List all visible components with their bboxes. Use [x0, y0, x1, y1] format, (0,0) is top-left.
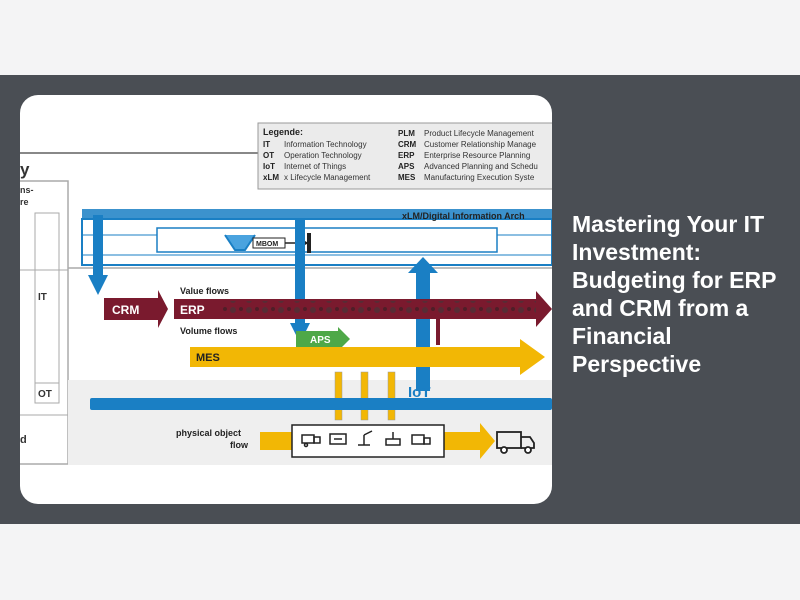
mbom-funnel-icon	[224, 234, 256, 251]
iot-connectors: IoT	[334, 371, 431, 421]
machine-box	[291, 424, 445, 458]
physical-flow-label: physical object	[176, 428, 241, 438]
legend-abbr: OT	[263, 151, 274, 160]
legend-desc: Enterprise Resource Planning	[424, 151, 530, 160]
it-label: IT	[38, 292, 47, 303]
legend-abbr: APS	[398, 162, 415, 171]
left-fragment-d: d	[20, 434, 27, 446]
legend-abbr: ERP	[398, 151, 415, 160]
ot-column	[34, 382, 60, 404]
crm-label: CRM	[112, 303, 139, 317]
legend-abbr: MES	[398, 173, 416, 182]
mbom-label: MBOM	[256, 241, 278, 248]
crm-arrow: CRM	[104, 290, 168, 328]
left-subtitle: ns-	[20, 185, 34, 195]
legend-desc: Information Technology	[284, 140, 367, 149]
delivery-truck-icon	[496, 431, 535, 454]
mes-label: MES	[196, 352, 220, 364]
robot-icon	[385, 432, 401, 446]
xlm-architecture: xLM/Digital Information Arch MBOM	[81, 209, 552, 266]
legend-desc: Operation Technology	[284, 151, 362, 160]
legend-desc: Customer Relationship Manage	[424, 140, 537, 149]
it-ot-architecture-diagram: Legende: IT Information Technology OT Op…	[20, 122, 552, 465]
mes-volume-flow: MES	[190, 339, 545, 375]
legend-abbr: IT	[263, 140, 270, 149]
legend-desc: Advanced Planning and Schedu	[424, 162, 538, 171]
diagram-card: Legende: IT Information Technology OT Op…	[20, 95, 552, 504]
ot-label: OT	[38, 389, 52, 400]
erp-label: ERP	[180, 303, 205, 317]
legend-abbr: PLM	[398, 129, 415, 138]
left-column: y ns- re IT OT d	[20, 160, 69, 465]
aps-arrow: APS	[296, 327, 350, 351]
legend-desc: Manufacturing Execution Syste	[424, 173, 535, 182]
down-arrow-icon	[88, 275, 108, 295]
up-arrow-icon	[432, 311, 444, 319]
machine-icon	[411, 434, 431, 445]
legend-left-list: IT Information Technology OT Operation T…	[263, 140, 371, 182]
physical-flow-label: flow	[230, 440, 249, 450]
erp-value-flow: ERP Value flows	[174, 286, 552, 345]
value-flows-label: Value flows	[180, 286, 229, 296]
legend-abbr: CRM	[398, 140, 417, 149]
legend-desc: Internet of Things	[284, 162, 346, 171]
legend-right-list: PLM Product Lifecycle Management CRM Cus…	[398, 129, 538, 182]
robot-arm-icon	[358, 430, 373, 446]
left-title-fragment: y	[20, 160, 30, 179]
up-arrow-icon	[408, 257, 438, 273]
left-outer-frame	[20, 180, 69, 465]
legend-title: Legende:	[263, 127, 303, 137]
left-subtitle: re	[20, 197, 29, 207]
legend-abbr: IoT	[263, 162, 275, 171]
xlm-label: xLM/Digital Information Arch	[402, 211, 525, 221]
ot-bus-bar	[90, 398, 552, 410]
legend-desc: Product Lifecycle Management	[424, 129, 535, 138]
volume-flows-label: Volume flows	[180, 326, 237, 336]
machine-icon	[301, 434, 321, 448]
iot-label: IoT	[408, 384, 431, 401]
legend-desc: x Lifecycle Management	[284, 173, 371, 182]
physical-object-flow: physical object flow	[176, 423, 535, 459]
it-column	[34, 212, 60, 404]
aps-label: APS	[310, 335, 331, 346]
machine-icon	[329, 433, 347, 445]
article-headline: Mastering Your IT Investment: Budgeting …	[572, 211, 777, 377]
legend-box: Legende: IT Information Technology OT Op…	[257, 122, 552, 190]
legend-abbr: xLM	[263, 173, 279, 182]
